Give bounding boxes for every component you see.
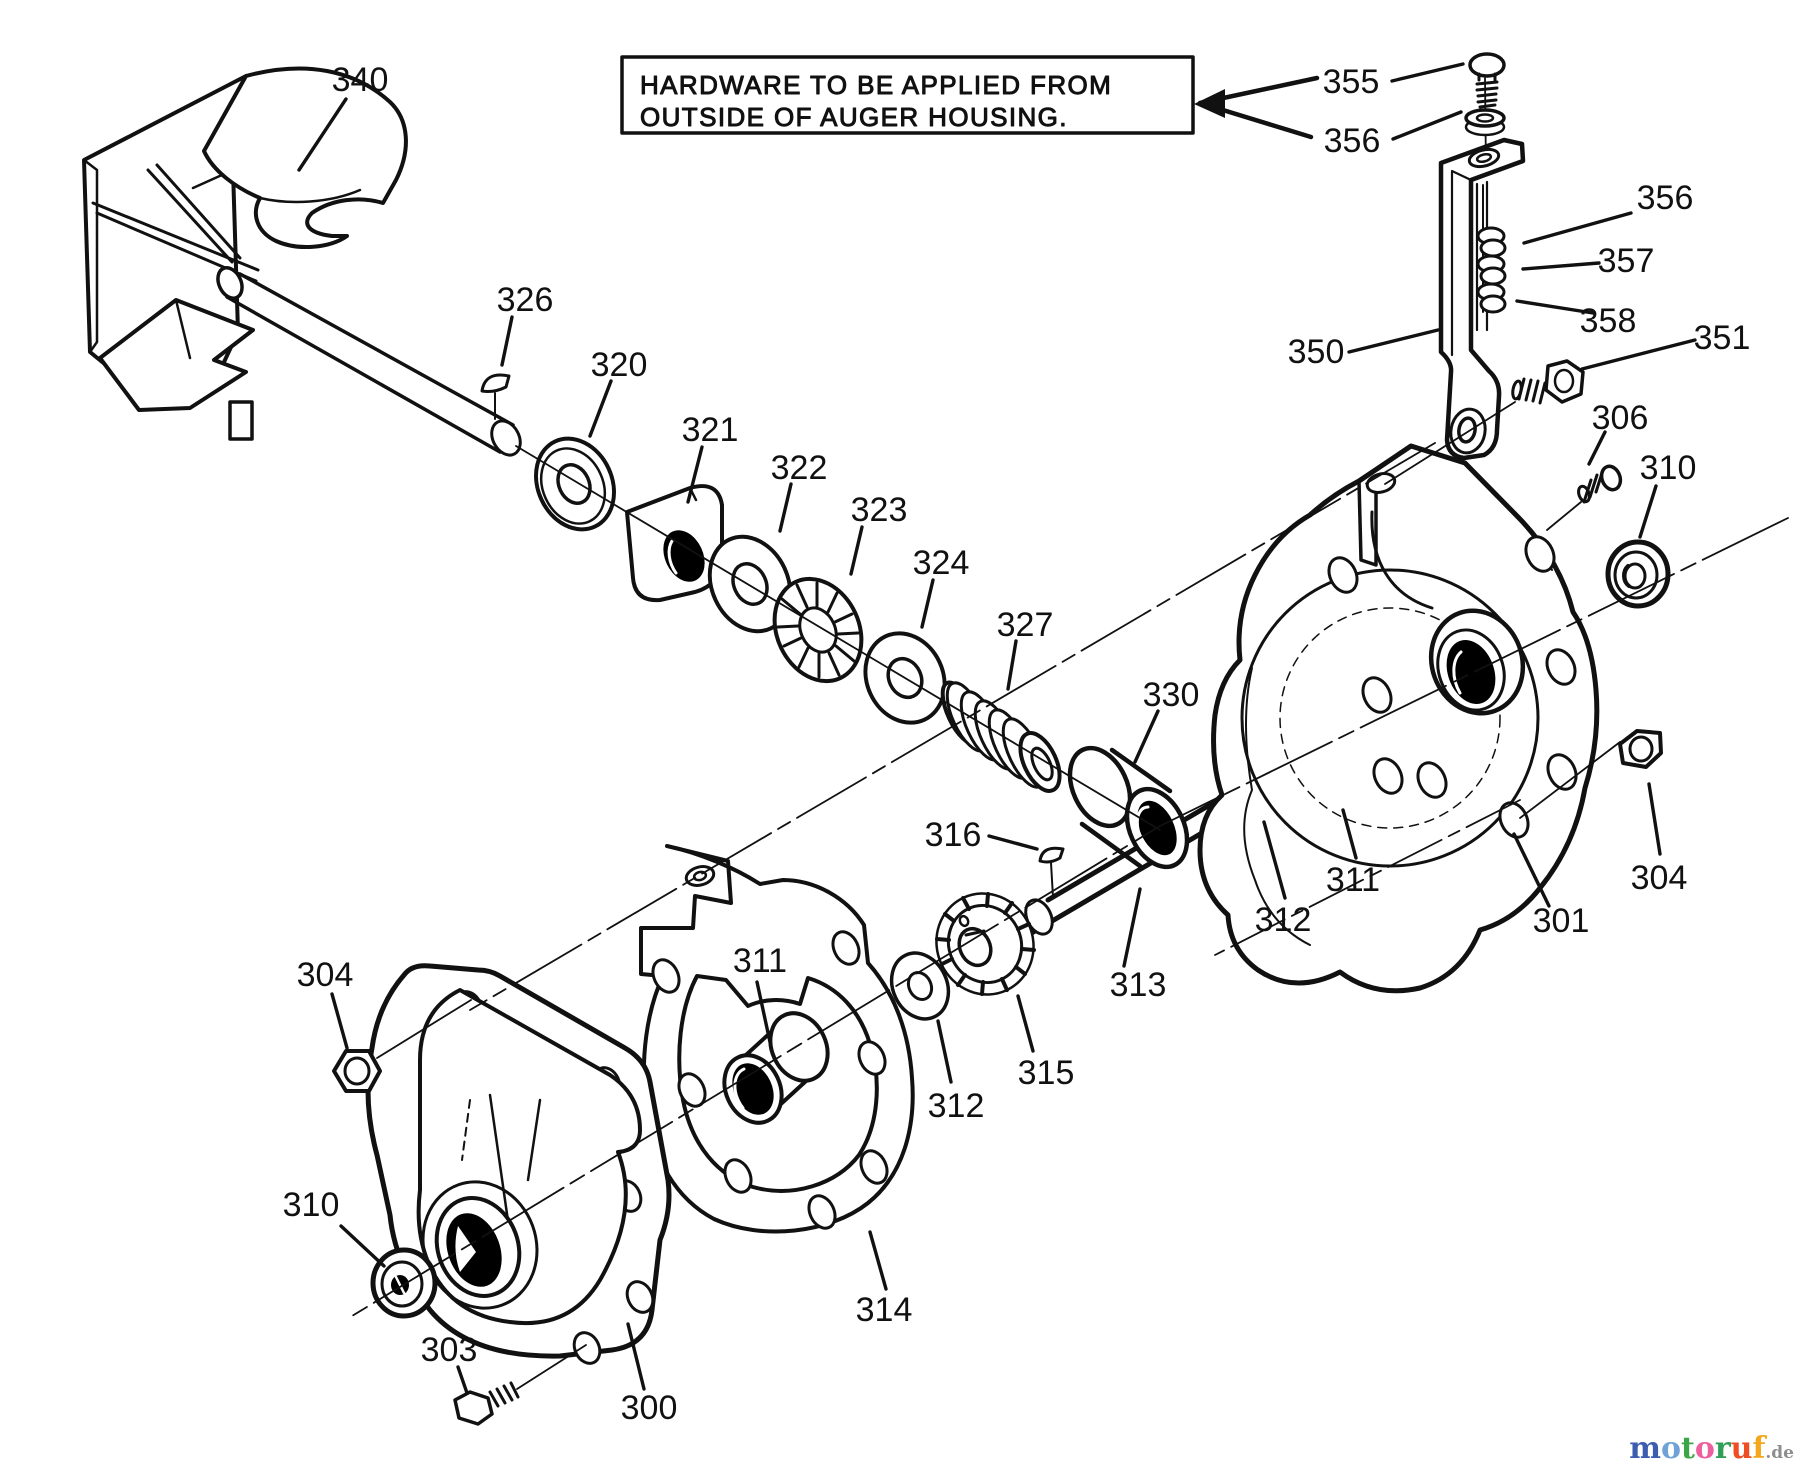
washer-356 — [1464, 108, 1506, 137]
nut-304-right — [1618, 729, 1663, 769]
gasket-314-bolt-holes — [651, 930, 889, 1230]
part-label-327: 327 — [997, 606, 1054, 644]
watermark-letter: o — [1694, 1431, 1715, 1466]
part-labels: 340 355 356 356 357 358 350 351 306 310 … — [283, 61, 1751, 1427]
part-label-312-right: 312 — [1255, 901, 1312, 939]
part-label-301: 301 — [1533, 902, 1590, 940]
watermark-suffix: .de — [1765, 1443, 1794, 1463]
bushing-311-middle — [722, 1011, 830, 1125]
part-label-322: 322 — [771, 449, 828, 487]
bolt-351 — [1511, 359, 1585, 405]
part-label-321: 321 — [682, 411, 739, 449]
leader-lines — [297, 62, 1697, 1395]
gear-case-right-301 — [1197, 443, 1600, 994]
shaft-hardware-parts — [480, 373, 1062, 793]
part-label-313: 313 — [1110, 966, 1167, 1004]
bolt-303-alignment-line — [516, 1344, 587, 1390]
part-label-306: 306 — [1592, 399, 1649, 437]
gear-case-left-300 — [365, 963, 672, 1365]
auger-impeller-340 — [82, 66, 522, 457]
spring-washers-356-357-358 — [1476, 226, 1507, 314]
case-301-bolt-holes — [1327, 472, 1578, 839]
part-label-311-middle: 311 — [733, 942, 787, 980]
note-arrow — [1194, 75, 1320, 140]
part-label-330: 330 — [1143, 676, 1200, 714]
centerline-upper-cases — [469, 442, 1436, 1011]
part-label-355: 355 — [1323, 63, 1380, 101]
bearing-310-left — [370, 1247, 438, 1319]
bearing-310-right — [1605, 539, 1671, 609]
part-label-310-right: 310 — [1640, 449, 1697, 487]
watermark-letter: t — [1680, 1431, 1695, 1466]
part-label-304-left: 304 — [297, 956, 354, 994]
star-washer-323 — [772, 576, 864, 684]
part-label-303: 303 — [421, 1331, 478, 1369]
watermark-letter: f — [1752, 1431, 1766, 1466]
key-316 — [1038, 846, 1065, 864]
bolt-303 — [453, 1381, 520, 1426]
part-label-304-right: 304 — [1631, 859, 1688, 897]
washer-320 — [534, 436, 616, 532]
part-label-356-top: 356 — [1324, 122, 1381, 160]
watermark-letter: u — [1730, 1431, 1753, 1466]
key-326 — [480, 373, 511, 393]
part-label-358: 358 — [1580, 302, 1637, 340]
bracket-350-assembly — [1384, 52, 1623, 531]
part-label-350: 350 — [1288, 333, 1345, 371]
centerlines — [351, 442, 1789, 1317]
nut-304-left — [332, 1049, 382, 1093]
part-label-311-right: 311 — [1326, 861, 1380, 899]
part-label-323: 323 — [851, 491, 908, 529]
centerline-fragment — [1214, 799, 1521, 956]
part-label-320: 320 — [591, 346, 648, 384]
watermark-letter: r — [1714, 1431, 1731, 1466]
part-label-351: 351 — [1694, 319, 1751, 357]
spacer-330 — [1067, 745, 1190, 870]
part-label-312-bottom: 312 — [928, 1087, 985, 1125]
set-screw-306 — [1577, 464, 1623, 504]
part-label-316: 316 — [925, 816, 982, 854]
watermark-letter: m — [1629, 1431, 1661, 1466]
part-label-314: 314 — [856, 1291, 913, 1329]
nut-304-right-alignment-line — [1519, 741, 1621, 819]
part-label-356-right: 356 — [1637, 179, 1694, 217]
washer-312-bottom — [889, 951, 951, 1021]
washer-322 — [707, 534, 793, 634]
part-label-340: 340 — [332, 61, 389, 99]
part-label-315: 315 — [1018, 1054, 1075, 1092]
part-label-300: 300 — [621, 1389, 678, 1427]
gasket-plate-314 — [639, 844, 915, 1234]
centerline-main-axis — [351, 517, 1789, 1317]
watermark-letter: o — [1660, 1431, 1681, 1466]
part-label-324: 324 — [913, 544, 970, 582]
note-line-2: OUTSIDE OF AUGER HOUSING. — [640, 102, 1068, 132]
watermark-motoruf: motoruf.de — [1629, 1434, 1794, 1464]
part-label-310-left: 310 — [283, 1186, 340, 1224]
centerline-auger-shaft — [515, 445, 1161, 831]
nut-304-left-alignment-line — [376, 999, 472, 1059]
carriage-bolt-355 — [1468, 52, 1506, 109]
bushing-321 — [625, 484, 724, 603]
gear-315 — [935, 892, 1036, 996]
part-label-357: 357 — [1598, 242, 1655, 280]
note-box: HARDWARE TO BE APPLIED FROM OUTSIDE OF A… — [620, 55, 1320, 140]
note-line-1: HARDWARE TO BE APPLIED FROM — [640, 70, 1112, 100]
worm-gear-327 — [940, 680, 1062, 793]
part-label-326: 326 — [497, 281, 554, 319]
